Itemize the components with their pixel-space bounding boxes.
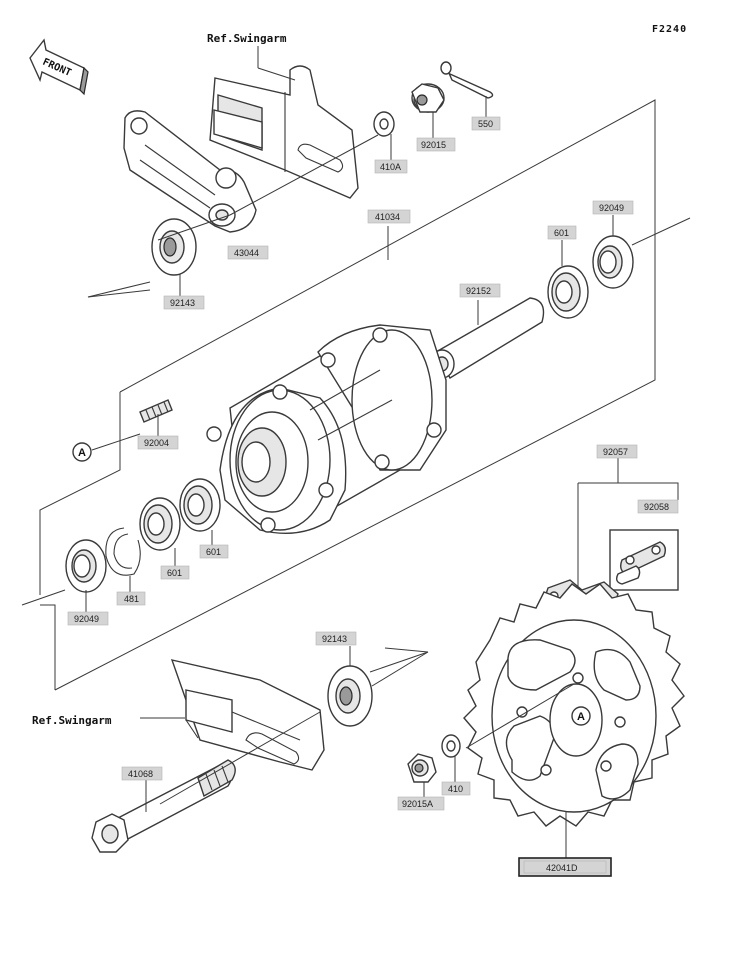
label-601-low-text: 601 bbox=[167, 568, 182, 578]
oil-seal-92049-low bbox=[65, 539, 107, 612]
label-42041d-text: 42041D bbox=[546, 863, 578, 873]
label-92049-low-text: 92049 bbox=[74, 614, 99, 624]
callout-a-hub: A bbox=[72, 433, 141, 462]
cotter-pin-550 bbox=[440, 61, 494, 117]
stud-bolt-92004 bbox=[139, 399, 173, 438]
label-601-top-text: 601 bbox=[554, 228, 569, 238]
label-410: 410 bbox=[441, 781, 471, 796]
front-arrow-icon: FRONT bbox=[29, 38, 89, 96]
label-41034-text: 41034 bbox=[375, 212, 400, 222]
label-92058: 92058 bbox=[637, 499, 679, 514]
label-92049-top-text: 92049 bbox=[599, 203, 624, 213]
label-601-mid-text: 601 bbox=[206, 547, 221, 557]
label-410a-text: 410A bbox=[380, 162, 401, 172]
collar-92143-low bbox=[327, 646, 429, 727]
label-92057-text: 92057 bbox=[603, 447, 628, 457]
washer-410 bbox=[441, 734, 461, 782]
label-601-top: 601 bbox=[547, 225, 577, 240]
ref-swingarm-top: Ref.Swingarm bbox=[207, 32, 287, 45]
label-481-text: 481 bbox=[124, 594, 139, 604]
rear-sprocket-42041d bbox=[463, 583, 685, 858]
label-92152-text: 92152 bbox=[466, 286, 491, 296]
swingarm-upper bbox=[209, 65, 359, 199]
label-42041d: 42041D bbox=[518, 857, 612, 877]
nut-92015a bbox=[407, 753, 437, 798]
label-92143-low-text: 92143 bbox=[322, 634, 347, 644]
label-92058-text: 92058 bbox=[644, 502, 669, 512]
label-481: 481 bbox=[116, 591, 146, 606]
label-92015: 92015 bbox=[416, 137, 456, 152]
label-92057: 92057 bbox=[596, 444, 638, 459]
rear-hub-41034 bbox=[206, 226, 447, 535]
diagram-code: F2240 bbox=[652, 24, 687, 35]
label-92152: 92152 bbox=[459, 283, 501, 298]
label-550: 550 bbox=[471, 116, 501, 131]
ref-swingarm-bottom: Ref.Swingarm bbox=[32, 714, 112, 727]
label-410-text: 410 bbox=[448, 784, 463, 794]
swingarm-lower bbox=[170, 659, 325, 771]
master-link-92058 bbox=[615, 541, 667, 585]
label-43044-text: 43044 bbox=[234, 248, 259, 258]
label-92143-top-text: 92143 bbox=[170, 298, 195, 308]
callout-a-sprocket-letter: A bbox=[577, 711, 585, 723]
label-92143-low: 92143 bbox=[315, 631, 357, 646]
bearing-601-top bbox=[547, 240, 589, 319]
spacer-tube-92152 bbox=[429, 297, 545, 379]
label-92049-top: 92049 bbox=[592, 200, 634, 215]
callout-a-sprocket: A bbox=[571, 706, 591, 726]
caliper-bracket-43044 bbox=[123, 110, 257, 233]
label-601-low: 601 bbox=[160, 565, 190, 580]
label-601-mid: 601 bbox=[199, 544, 229, 559]
oil-seal-92049-top bbox=[592, 215, 634, 289]
label-92143-top: 92143 bbox=[163, 295, 205, 310]
label-92004-text: 92004 bbox=[144, 438, 169, 448]
washer-410a bbox=[373, 111, 395, 160]
label-92004: 92004 bbox=[137, 435, 179, 450]
label-41068: 41068 bbox=[121, 766, 163, 781]
callout-a-hub-letter: A bbox=[78, 447, 86, 459]
label-92049-low: 92049 bbox=[67, 611, 109, 626]
label-41068-text: 41068 bbox=[128, 769, 153, 779]
bearing-601-mid bbox=[179, 478, 221, 545]
collar-92143-top bbox=[151, 218, 197, 296]
bearing-601-low bbox=[139, 497, 181, 566]
label-92015-text: 92015 bbox=[421, 140, 446, 150]
label-410a: 410A bbox=[374, 159, 408, 174]
label-92015a-text: 92015A bbox=[402, 799, 433, 809]
castle-nut-92015 bbox=[411, 83, 445, 138]
axle-bolt-41068 bbox=[91, 711, 321, 853]
label-43044: 43044 bbox=[227, 245, 269, 260]
label-92015a: 92015A bbox=[397, 796, 445, 811]
circlip-481 bbox=[105, 527, 141, 592]
label-41034: 41034 bbox=[367, 209, 411, 224]
label-550-text: 550 bbox=[478, 119, 493, 129]
